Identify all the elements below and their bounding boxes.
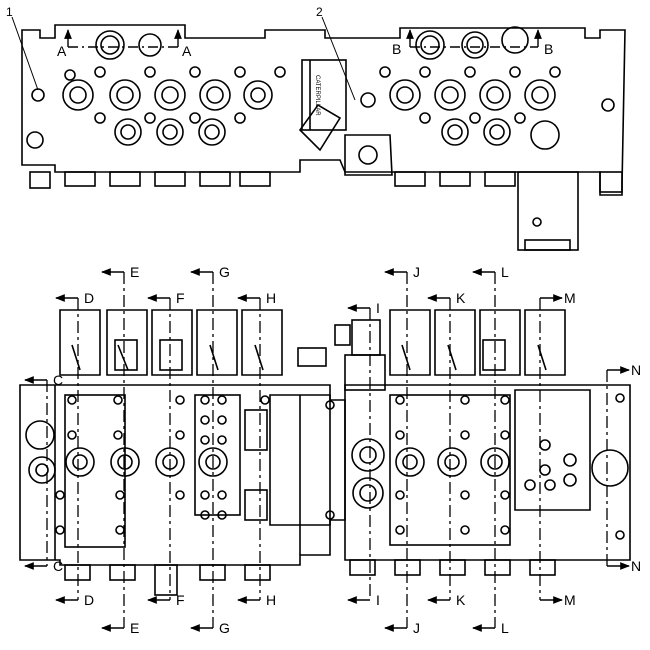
section-label-h-top: H	[266, 290, 276, 306]
section-label-j-top: J	[413, 264, 420, 280]
section-label-d-top: D	[84, 290, 94, 306]
section-label-e-bottom: E	[130, 620, 139, 636]
section-label-f-top: F	[176, 290, 185, 306]
section-label-i-bottom: I	[376, 592, 380, 608]
section-label-g-top: G	[219, 264, 230, 280]
section-label-c-bottom: C	[53, 558, 63, 574]
bottom-fittings	[64, 559, 556, 596]
section-label-i-top: I	[376, 300, 380, 316]
section-label-d-bottom: D	[84, 592, 94, 608]
section-label-g-bottom: G	[219, 620, 230, 636]
section-a-left: A	[57, 43, 67, 59]
section-b-left: B	[392, 41, 401, 57]
callout-2: 2	[316, 5, 323, 19]
section-a-right: A	[182, 43, 192, 59]
section-label-m-top: M	[564, 290, 576, 306]
solenoids-left	[59, 309, 283, 376]
section-label-k-bottom: K	[456, 592, 466, 608]
section-label-j-bottom: J	[413, 620, 420, 636]
section-label-f-bottom: F	[176, 592, 185, 608]
valve-cartridge	[301, 59, 347, 131]
section-label-l-top: L	[501, 264, 509, 280]
valve-cartridge-text: CATERPILLAR	[314, 75, 320, 116]
section-label-n-top: N	[631, 362, 641, 378]
section-b-right: B	[544, 41, 553, 57]
section-label-e-top: E	[130, 264, 139, 280]
callout-1: 1	[6, 5, 13, 19]
section-label-h-bottom: H	[266, 592, 276, 608]
section-label-k-top: K	[456, 290, 466, 306]
bottom-ports	[25, 393, 629, 540]
bottom-body-outline	[19, 384, 346, 566]
solenoids-right	[389, 309, 566, 376]
top-body-outline	[21, 24, 626, 196]
bottom-view	[19, 309, 631, 596]
section-label-m-bottom: M	[564, 592, 576, 608]
section-label-c-top: C	[53, 372, 63, 388]
section-label-l-bottom: L	[501, 620, 509, 636]
top-right-block	[517, 171, 579, 251]
top-ports	[26, 26, 615, 150]
section-lines: C C D D E E F F G G H H I I J J K K L L M M N N	[24, 264, 641, 636]
section-label-n-bottom: N	[631, 558, 641, 574]
top-view: CATERPILLAR	[11, 16, 626, 251]
